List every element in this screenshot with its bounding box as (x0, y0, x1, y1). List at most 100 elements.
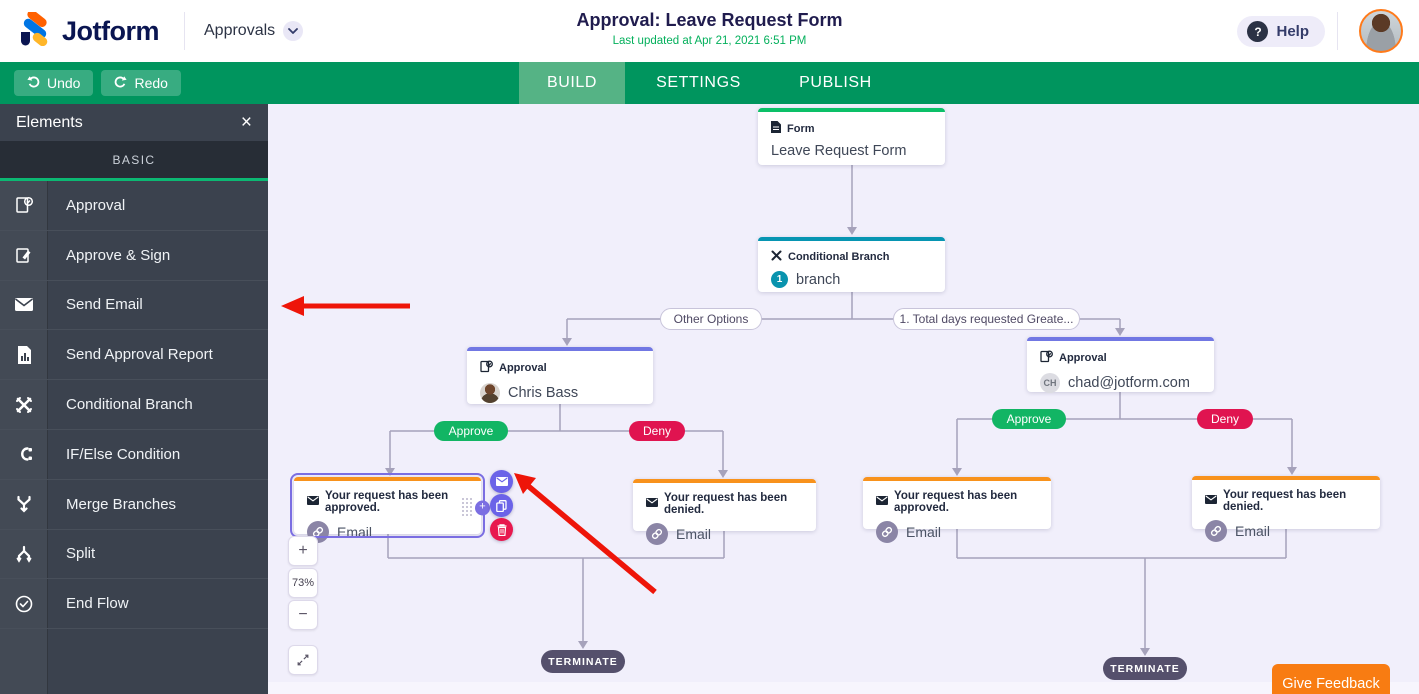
email-tag-label: Email (676, 526, 712, 542)
branch-label-total-days[interactable]: 1. Total days requested Greate... (893, 308, 1080, 330)
node-email-approved-left[interactable]: Your request has been approved. Email + (290, 473, 490, 543)
node-conditional-branch[interactable]: Conditional Branch 1 branch (758, 237, 945, 292)
expand-icon (297, 654, 309, 666)
node-email-approved-right[interactable]: Your request has been approved. Email (863, 477, 1051, 543)
node-branch-type-label: Conditional Branch (788, 251, 890, 263)
node-approval-chris[interactable]: Approval Chris Bass (467, 347, 653, 404)
form-icon (771, 121, 781, 136)
mail-icon (495, 477, 508, 486)
sidebar-item-label: IF/Else Condition (66, 445, 181, 463)
email-subject: Your request has been denied. (1205, 489, 1368, 513)
conditional-branch-icon (0, 380, 48, 429)
branch-count-badge: 1 (771, 271, 788, 288)
node-form[interactable]: Form Leave Request Form (758, 108, 945, 165)
sidebar-item-label: End Flow (66, 595, 129, 613)
sidebar-item-label: Approval (66, 196, 126, 214)
link-icon (1205, 520, 1227, 542)
terminate-node-left[interactable]: TERMINATE (541, 650, 625, 673)
fullscreen-button[interactable] (288, 645, 318, 675)
email-subject-text: Your request has been denied. (664, 492, 788, 516)
email-subject: Your request has been approved. (307, 490, 469, 514)
outcome-approve-right: Approve (992, 409, 1066, 429)
email-icon (876, 496, 888, 508)
delete-button[interactable] (490, 518, 513, 541)
tab-build[interactable]: BUILD (519, 62, 625, 104)
undo-button[interactable]: Undo (14, 70, 94, 96)
email-tag-row: Email (876, 521, 1039, 543)
duplicate-button[interactable] (490, 494, 513, 517)
help-button[interactable]: ? Help (1237, 16, 1325, 47)
jotform-logo[interactable]: Jotform (0, 9, 160, 51)
approvals-dropdown[interactable]: Approvals (204, 0, 304, 62)
app-header: Jotform Approvals Approval: Leave Reques… (0, 0, 1419, 62)
header-divider-2 (1337, 12, 1338, 50)
user-avatar[interactable] (1359, 9, 1403, 53)
sidebar-item-conditional-branch[interactable]: Conditional Branch (0, 380, 268, 430)
sidebar-item-approve-sign[interactable]: Approve & Sign (0, 230, 268, 281)
builder-tabs: BUILD SETTINGS PUBLISH (519, 62, 899, 104)
node-email-denied-left[interactable]: Your request has been denied. Email (633, 479, 816, 545)
chevron-down-icon (283, 21, 304, 41)
node-approval-type: Approval (1040, 350, 1202, 366)
outcome-approve-left: Approve (434, 421, 508, 441)
question-icon: ? (1247, 21, 1269, 42)
sidebar-item-send-approval-report[interactable]: Send Approval Report (0, 330, 268, 381)
approval-icon (0, 181, 48, 230)
terminate-node-right[interactable]: TERMINATE (1103, 657, 1187, 680)
elements-header: Elements × (0, 104, 268, 141)
split-icon (0, 529, 48, 579)
header-divider (184, 12, 185, 50)
approvals-label: Approvals (204, 22, 276, 39)
give-feedback-button[interactable]: Give Feedback (1272, 664, 1390, 694)
assignee-initials-badge: CH (1040, 373, 1060, 393)
tab-publish[interactable]: PUBLISH (799, 74, 872, 91)
node-form-type: Form (771, 121, 933, 136)
flow-canvas[interactable]: Form Leave Request Form Conditional Bran… (268, 104, 1419, 694)
node-email-denied-right[interactable]: Your request has been denied. Email (1192, 476, 1380, 542)
branch-name-label: branch (796, 271, 841, 288)
trash-icon (497, 523, 506, 536)
flow-connectors (385, 165, 1297, 656)
sidebar-filler-icon-col (0, 629, 48, 694)
zoom-out-button[interactable]: − (288, 600, 318, 630)
assignee-email: chad@jotform.com (1068, 375, 1190, 391)
node-approval-type-label: Approval (1059, 352, 1107, 364)
approval-icon (480, 360, 493, 376)
redo-button[interactable]: Redo (101, 70, 181, 96)
sidebar-item-if-else[interactable]: IF/Else Condition (0, 429, 268, 480)
redo-label: Redo (134, 75, 168, 91)
zoom-level: 73% (288, 568, 318, 598)
branch-label-other-options[interactable]: Other Options (660, 308, 762, 330)
elements-sidebar: Elements × BASIC Approval Approve & Sign… (0, 104, 268, 694)
email-action-button[interactable] (490, 470, 513, 493)
add-next-icon[interactable]: + (475, 500, 490, 515)
sidebar-item-split[interactable]: Split (0, 529, 268, 580)
email-subject-text: Your request has been approved. (325, 490, 449, 514)
report-icon (0, 330, 48, 380)
email-icon (646, 498, 658, 510)
email-icon (307, 496, 319, 508)
node-approval-chad[interactable]: Approval CH chad@jotform.com (1027, 337, 1214, 393)
canvas-bottom-strip (268, 682, 1419, 694)
sidebar-item-end-flow[interactable]: End Flow (0, 579, 268, 630)
email-subject-text: Your request has been denied. (1223, 489, 1347, 513)
node-approval-assignee: CH chad@jotform.com (1040, 373, 1202, 393)
page-title: Approval: Leave Request Form (576, 10, 843, 30)
sidebar-item-send-email[interactable]: Send Email (0, 280, 268, 331)
sidebar-item-label: Merge Branches (66, 495, 177, 513)
email-tag-label: Email (1235, 523, 1271, 539)
email-subject: Your request has been denied. (646, 492, 804, 516)
undo-redo-group: Undo Redo (14, 70, 181, 96)
tab-settings[interactable]: SETTINGS (656, 74, 741, 91)
end-flow-icon (0, 579, 48, 629)
close-icon[interactable]: × (240, 112, 252, 133)
sidebar-item-merge-branches[interactable]: Merge Branches (0, 479, 268, 530)
link-icon (646, 523, 668, 545)
redo-icon (114, 75, 128, 91)
email-subject-text: Your request has been approved. (894, 490, 1018, 514)
send-email-icon (0, 280, 48, 330)
drag-handle[interactable] (462, 497, 474, 518)
zoom-in-button[interactable]: + (288, 536, 318, 566)
sidebar-item-approval[interactable]: Approval (0, 181, 268, 231)
